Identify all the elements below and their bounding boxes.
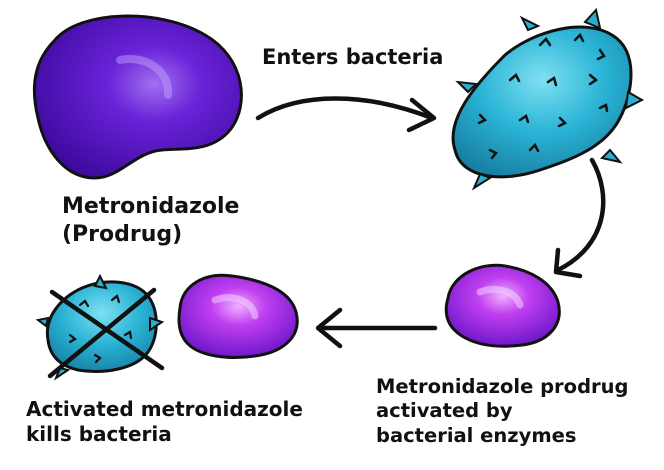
label-enters-bacteria: Enters bacteria: [262, 45, 444, 69]
bacterium-icon: [451, 7, 645, 191]
bacterium-spikes: [455, 7, 645, 191]
activated-molecule-2-icon: [177, 273, 299, 359]
prodrug-molecule-icon: [32, 14, 243, 180]
label-activated: Metronidazole prodrug activated by bacte…: [376, 375, 628, 448]
label-activated-line-2: activated by: [376, 399, 513, 423]
label-kills-line-2: kills bacteria: [26, 422, 172, 446]
arrow-enters-bacteria: [255, 96, 437, 133]
label-activated-line-3: bacterial enzymes: [376, 423, 577, 447]
label-kills: Activated metronidazole kills bacteria: [26, 397, 303, 447]
x-cross-mark: [47, 287, 165, 379]
bacterium-marks: [477, 32, 609, 160]
arrow-kills: [315, 307, 438, 349]
label-prodrug-line-1: Metronidazole: [62, 194, 240, 219]
arrow-activation: [553, 157, 606, 279]
label-kills-line-1: Activated metronidazole: [26, 397, 303, 421]
activated-molecule-icon: [444, 263, 561, 348]
label-prodrug-line-2: (Prodrug): [62, 221, 183, 247]
crossed-out-bacterium-icon: [35, 273, 165, 381]
label-prodrug: Metronidazole (Prodrug): [62, 193, 239, 248]
label-activated-line-1: Metronidazole prodrug: [376, 375, 629, 398]
